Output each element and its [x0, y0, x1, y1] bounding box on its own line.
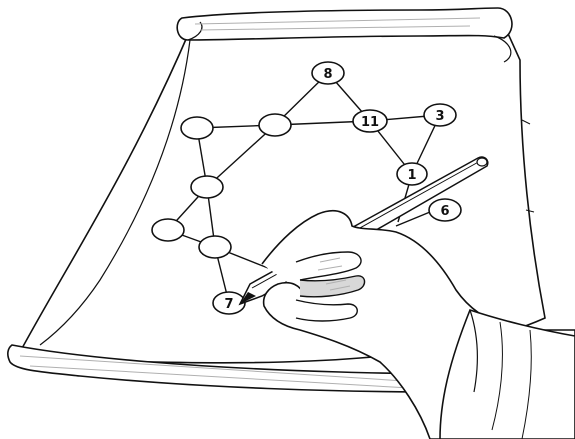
- node-label: 1: [407, 168, 416, 183]
- node-label: 8: [323, 67, 332, 82]
- node-label: 3: [435, 109, 444, 124]
- node-label: 7: [224, 297, 233, 312]
- graph-node-8: 8: [312, 62, 344, 84]
- graph-node-empty: [152, 219, 184, 241]
- graph-node-empty: [181, 117, 213, 139]
- graph-node-6: 6: [429, 199, 461, 221]
- graph-node-empty: [191, 176, 223, 198]
- graph-node-empty: [259, 114, 291, 136]
- graph-node-empty: [199, 236, 231, 258]
- graph-node-11: 11: [353, 110, 387, 132]
- node-label: 11: [361, 115, 379, 130]
- graph-node-3: 3: [424, 104, 456, 126]
- graph-node-1: 1: [397, 163, 427, 185]
- node-label: 6: [440, 204, 449, 219]
